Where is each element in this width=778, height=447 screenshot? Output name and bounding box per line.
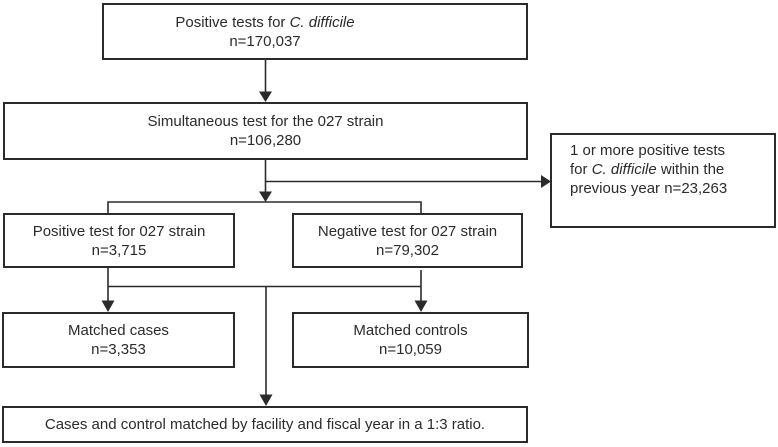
box-positive-027-line1: Positive test for 027 strain bbox=[32, 222, 206, 240]
box-matched-cases: Matched cases n=3,353 bbox=[2, 312, 235, 368]
arrow-positive-to-simultaneous-head bbox=[259, 91, 272, 102]
box-positive-tests: Positive tests for C. difficile n=170,03… bbox=[102, 3, 528, 60]
box-positive-tests-line1-text: Positive tests for bbox=[175, 13, 290, 31]
box-positive-tests-line1: Positive tests for C. difficile bbox=[175, 13, 354, 32]
arrow-simultaneous-down-head bbox=[259, 191, 272, 202]
box-matched-cases-line1: Matched cases bbox=[68, 322, 169, 339]
box-simultaneous-test-line1: Simultaneous test for the 027 strain bbox=[147, 113, 384, 130]
box-prior-positive-line2: for C. difficile within the bbox=[570, 160, 724, 179]
box-prior-positive-line2-suffix: within the bbox=[656, 161, 725, 178]
split-bar-row3 bbox=[107, 201, 422, 213]
arrow-to-matched-controls-head bbox=[414, 300, 428, 312]
box-simultaneous-test-count: n=106,280 bbox=[229, 132, 302, 149]
box-negative-027-count: n=79,302 bbox=[376, 241, 439, 259]
box-matched-controls-line1: Matched controls bbox=[353, 322, 468, 339]
box-prior-positive-tests: 1 or more positive tests for C. difficil… bbox=[550, 133, 776, 228]
box-negative-027: Negative test for 027 strain n=79,302 bbox=[292, 213, 523, 268]
box-positive-027-count: n=3,715 bbox=[91, 241, 147, 259]
box-matched-controls: Matched controls n=10,059 bbox=[292, 312, 529, 368]
box-matching-note: Cases and control matched by facility an… bbox=[2, 406, 528, 443]
arrow-to-matched-cases-head bbox=[101, 300, 115, 312]
box-matching-note-line1: Cases and control matched by facility an… bbox=[44, 416, 486, 433]
box-matched-cases-count: n=3,353 bbox=[91, 341, 146, 358]
box-negative-027-line1: Negative test for 027 strain bbox=[317, 222, 498, 240]
box-prior-positive-line2-prefix: for bbox=[570, 161, 592, 178]
box-prior-positive-line3: previous year n=23,263 bbox=[570, 180, 728, 197]
box-matched-controls-count: n=10,059 bbox=[379, 341, 442, 358]
box-simultaneous-test: Simultaneous test for the 027 strain n=1… bbox=[3, 102, 528, 160]
arrow-to-note-head bbox=[259, 394, 273, 406]
box-positive-tests-count: n=170,037 bbox=[229, 32, 301, 50]
arrow-to-exclusion-head bbox=[541, 175, 551, 188]
box-positive-tests-line1-italic: C. difficile bbox=[289, 13, 355, 31]
merge-bar-row4 bbox=[107, 268, 422, 288]
box-positive-027: Positive test for 027 strain n=3,715 bbox=[3, 213, 235, 268]
box-prior-positive-line2-italic: C. difficile bbox=[591, 161, 657, 178]
box-prior-positive-line1: 1 or more positive tests bbox=[570, 142, 726, 159]
